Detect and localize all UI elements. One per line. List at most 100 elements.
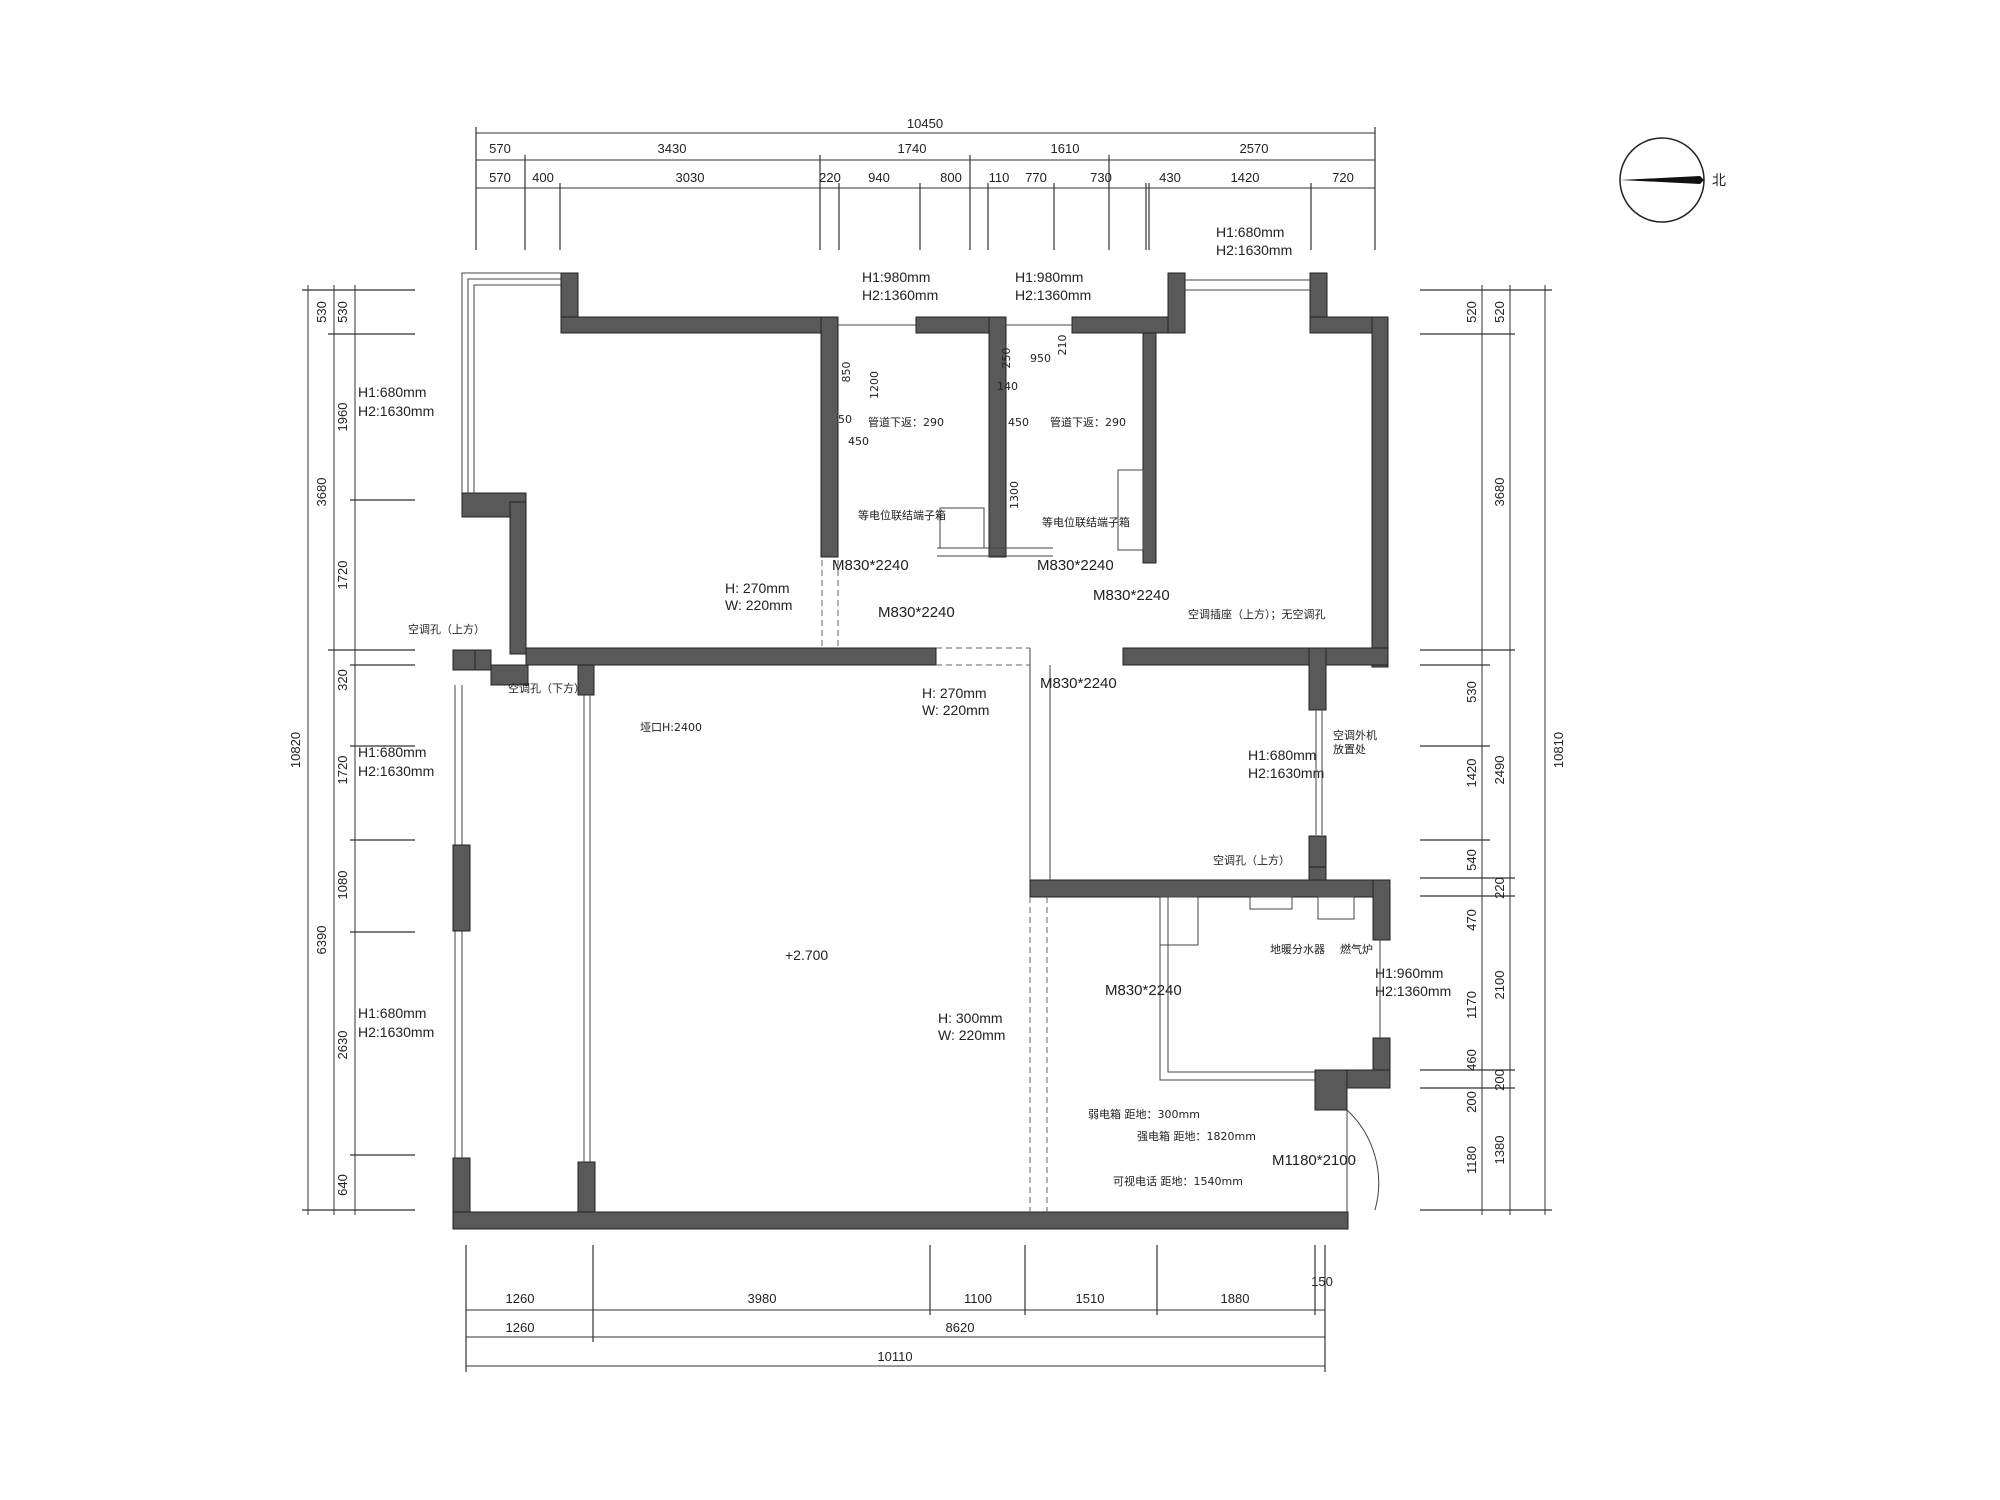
- top-dim: 800: [940, 170, 962, 185]
- door-label: M830*2240: [1093, 587, 1170, 604]
- inner-dim: 50: [838, 413, 852, 426]
- window-h2: H2:1630mm: [1248, 765, 1324, 781]
- pipe-label: 管道下返：290: [868, 415, 944, 429]
- bottom-dim: 1510: [1076, 1291, 1105, 1306]
- north-compass: 北: [1619, 137, 1726, 223]
- right-dim: 470: [1464, 909, 1479, 931]
- right-dim: 220: [1492, 877, 1507, 899]
- right-dim: 520: [1492, 301, 1507, 323]
- top-dim: 720: [1332, 170, 1354, 185]
- top-dim: 1740: [898, 141, 927, 156]
- ac-hole-label: 空调孔（上方）: [408, 622, 485, 636]
- window-h1: H1:680mm: [1216, 224, 1284, 240]
- opening-height: H: 300mm: [938, 1010, 1003, 1026]
- top-dim: 2570: [1240, 141, 1269, 156]
- pipe-label: 管道下返：290: [1050, 415, 1126, 429]
- elevation-label: +2.700: [785, 947, 828, 963]
- partitions: [452, 272, 1381, 1212]
- bottom-dimensions: 1260 3980 1100 1510 1880 150 1260 8620 1…: [465, 1245, 1333, 1372]
- left-dim: 1720: [335, 561, 350, 590]
- cased-opening-label: 垭口H:2400: [640, 721, 702, 734]
- inner-dim: 210: [1056, 335, 1069, 356]
- inner-dim: 850: [840, 362, 853, 383]
- bottom-dim: 1260: [506, 1291, 535, 1306]
- ac-outdoor-label: 空调外机: [1333, 728, 1377, 742]
- door-label: M830*2240: [1037, 557, 1114, 574]
- door-labels: M830*2240 M830*2240 M830*2240 M830*2240 …: [832, 557, 1356, 1169]
- north-label: 北: [1712, 172, 1726, 188]
- video-phone-label: 可视电话 距地：1540mm: [1113, 1174, 1243, 1188]
- inner-dim: 950: [1030, 352, 1051, 365]
- left-dim: 1960: [335, 403, 350, 432]
- inner-dim: 140: [997, 380, 1018, 393]
- opening-width: W: 220mm: [725, 597, 792, 613]
- left-dim: 320: [335, 669, 350, 691]
- opening-width: W: 220mm: [938, 1027, 1005, 1043]
- window-h1: H1:980mm: [1015, 269, 1083, 285]
- right-dim: 520: [1464, 301, 1479, 323]
- left-dimensions: 10820 530 3680 6390 530 1960 1720 320 17…: [288, 285, 415, 1215]
- right-dim: 200: [1464, 1091, 1479, 1113]
- window-h1: H1:680mm: [358, 384, 426, 400]
- window-h2: H2:1630mm: [358, 1024, 434, 1040]
- window-h1: H1:680mm: [358, 744, 426, 760]
- inner-dimensions: 850 1200 50 450 250 140 950 210 450 1300: [838, 335, 1069, 510]
- opening-height: H: 270mm: [725, 580, 790, 596]
- top-dim: 430: [1159, 170, 1181, 185]
- window-h1: H1:960mm: [1375, 965, 1443, 981]
- window-h2: H2:1630mm: [1216, 242, 1292, 258]
- right-dim: 1170: [1464, 991, 1479, 1019]
- dashed-openings: [821, 560, 1048, 1212]
- bottom-dim: 3980: [748, 1291, 777, 1306]
- left-dim: 1720: [335, 756, 350, 785]
- equip-box-label: 等电位联结端子箱: [1042, 515, 1130, 529]
- equipment-notes: 空调孔（上方） 空调孔（下方） 空调插座（上方）；无空调孔 空调外机 放置处 空…: [408, 415, 1377, 1188]
- right-dim: 1420: [1464, 759, 1479, 788]
- top-dim: 1420: [1231, 170, 1260, 185]
- top-dim: 570: [489, 170, 511, 185]
- top-dim: 110: [989, 170, 1010, 185]
- left-dim: 530: [335, 301, 350, 323]
- strong-box-label: 强电箱 距地：1820mm: [1137, 1129, 1256, 1143]
- inner-dim: 450: [1008, 416, 1029, 429]
- opening-height: H: 270mm: [922, 685, 987, 701]
- bottom-dim: 8620: [946, 1320, 975, 1335]
- left-total-dim: 10820: [288, 732, 303, 768]
- equip-box-label: 等电位联结端子箱: [858, 508, 946, 522]
- top-dimensions: 10450 570 3430 1740 1610 2570 570 400 30…: [475, 116, 1376, 250]
- door-label: M830*2240: [1105, 982, 1182, 999]
- right-dim: 460: [1464, 1049, 1479, 1071]
- weak-box-label: 弱电箱 距地：300mm: [1088, 1107, 1200, 1121]
- right-dim: 530: [1464, 681, 1479, 703]
- top-dim: 940: [868, 170, 890, 185]
- top-dim: 1610: [1051, 141, 1080, 156]
- right-dim: 2490: [1492, 756, 1507, 785]
- top-dim: 730: [1090, 170, 1112, 185]
- walls: [452, 272, 1391, 1230]
- door-label: M830*2240: [832, 557, 909, 574]
- ac-hole-label: 空调孔（上方）: [1213, 853, 1290, 867]
- window-labels: H1:680mm H2:1630mm H1:680mm H2:1630mm H1…: [358, 224, 1451, 1040]
- opening-labels: H: 270mm W: 220mm H: 270mm W: 220mm H: 3…: [640, 580, 1005, 1043]
- opening-width: W: 220mm: [922, 702, 989, 718]
- inner-dim: 1300: [1008, 481, 1021, 509]
- left-dim: 640: [335, 1174, 350, 1196]
- top-dim: 220: [819, 170, 841, 185]
- top-dim: 400: [532, 170, 554, 185]
- top-dim: 3430: [658, 141, 687, 156]
- door-label: M830*2240: [1040, 675, 1117, 692]
- left-dim: 6390: [314, 926, 329, 955]
- top-dim: 770: [1025, 170, 1047, 185]
- right-dim: 3680: [1492, 478, 1507, 507]
- boiler-label: 燃气炉: [1340, 942, 1373, 956]
- top-dim: 3030: [676, 170, 705, 185]
- inner-dim: 450: [848, 435, 869, 448]
- ac-hole-label: 空调孔（下方）: [508, 681, 585, 695]
- left-dim: 3680: [314, 478, 329, 507]
- window-h2: H2:1360mm: [1015, 287, 1091, 303]
- door-label: M830*2240: [878, 604, 955, 621]
- left-dim: 2630: [335, 1031, 350, 1060]
- right-dim: 1180: [1464, 1146, 1479, 1174]
- window-h2: H2:1630mm: [358, 763, 434, 779]
